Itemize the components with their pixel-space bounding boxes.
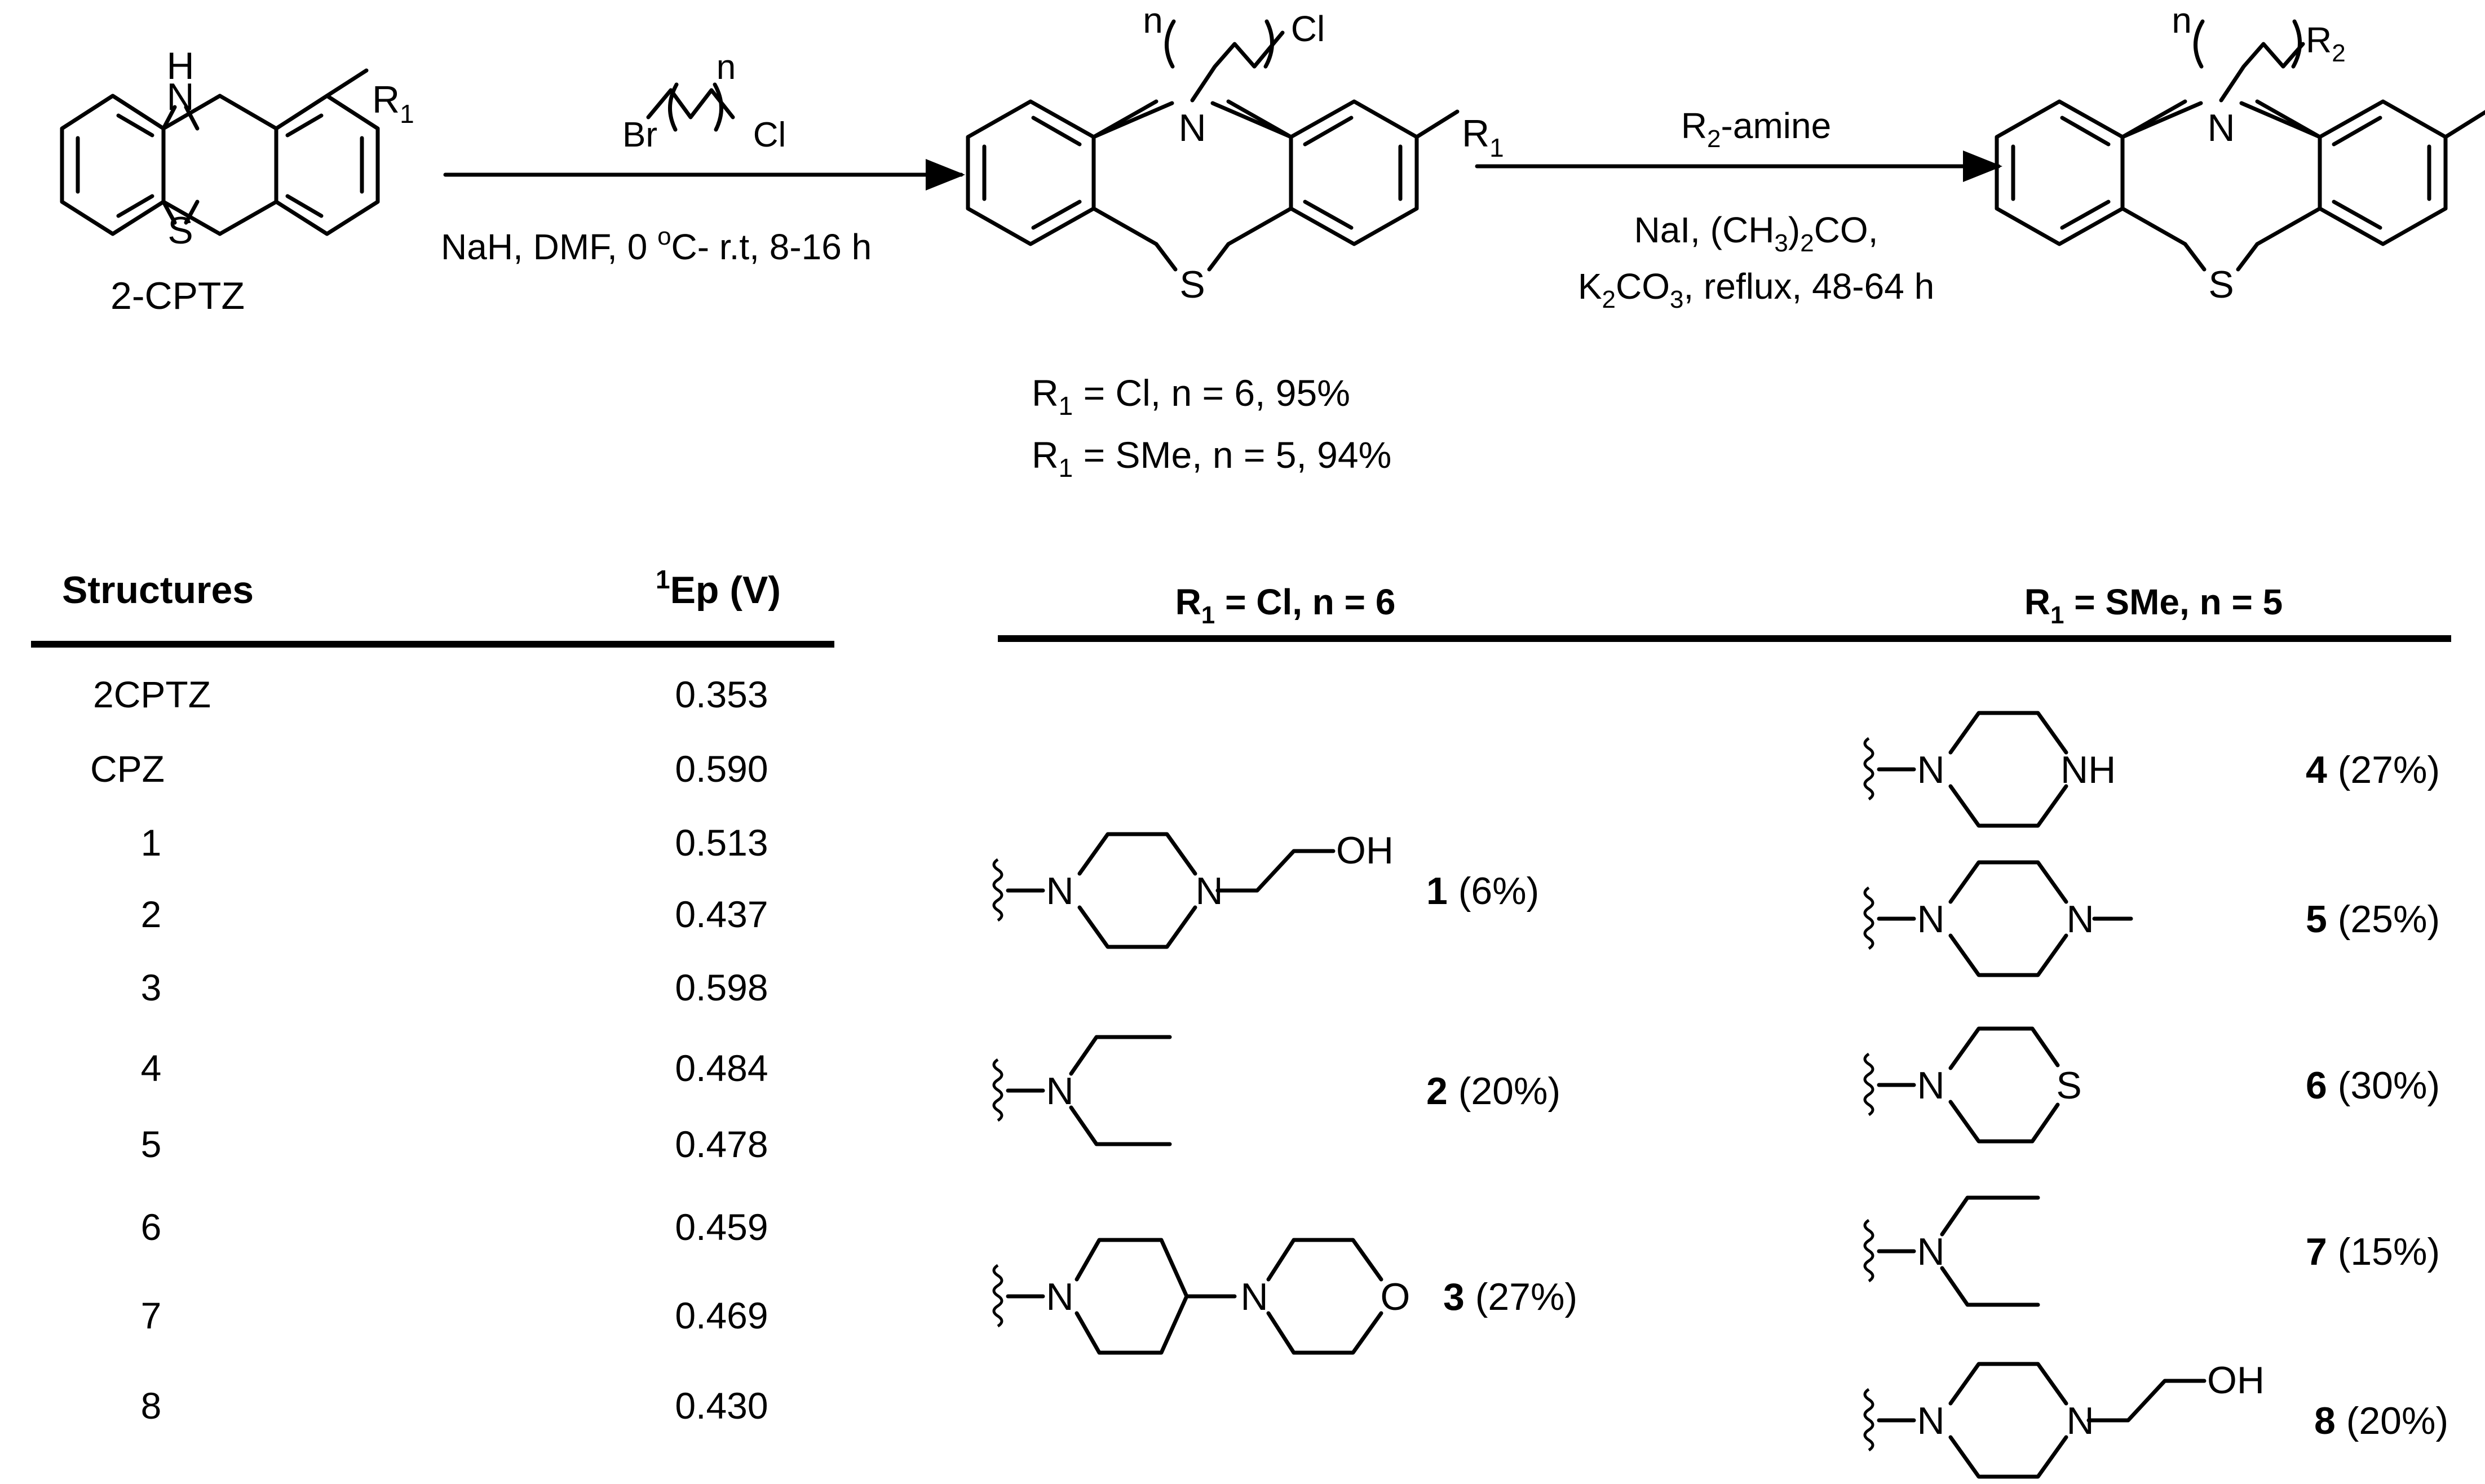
a7-label: 7 (15%)	[2306, 1230, 2440, 1273]
prod-r2-label: R2	[2306, 20, 2346, 67]
ep-row-label: 1	[141, 822, 162, 863]
int-chain-cl: Cl	[1291, 8, 1325, 49]
amine-2: N 2 (20%)	[994, 1035, 1560, 1146]
a3-o: O	[1381, 1275, 1410, 1318]
ep-row-label: 7	[141, 1295, 162, 1336]
intermediate-molecule: N S R1 n Cl	[968, 0, 1504, 306]
amine-8: N N OH 8 (20%)	[1865, 1359, 2448, 1479]
ep-row-value: 0.430	[675, 1385, 768, 1427]
ep-row-label: 3	[141, 967, 162, 1008]
ep-row-value: 0.469	[675, 1295, 768, 1336]
prod-chain-n: n	[2172, 0, 2192, 41]
col-structures-header: Structures	[62, 569, 254, 612]
a3-label-text: 3 (27%)	[1443, 1275, 1577, 1318]
ep-row-label: 8	[141, 1385, 162, 1427]
ep-row-value: 0.513	[675, 822, 768, 863]
ep-row-value: 0.484	[675, 1047, 768, 1089]
a2-label: 2 (20%)	[1426, 1070, 1560, 1113]
ep-row-label: 2	[141, 893, 162, 935]
a1-n1: N	[1046, 870, 1073, 912]
step2-reagent: R2-amine	[1681, 105, 1831, 153]
step1-reagent-n: n	[717, 48, 736, 87]
ep-row-value: 0.478	[675, 1123, 768, 1165]
ep-row-label: CPZ	[90, 748, 165, 790]
int-yield-2: R1 = SMe, n = 5, 94%	[1032, 434, 1391, 482]
a5-n2: N	[2066, 898, 2094, 941]
ep-row-value: 0.353	[675, 674, 768, 715]
start-molecule: H N S R1 2-CPTZ	[60, 45, 414, 317]
ep-row-label: 2CPTZ	[93, 674, 211, 715]
a6-s: S	[2056, 1064, 2081, 1107]
a8-label: 8 (20%)	[2314, 1399, 2448, 1442]
a5-label: 5 (25%)	[2306, 898, 2440, 941]
nh-atom-n: N	[166, 76, 194, 118]
int-yield-1: R1 = Cl, n = 6, 95%	[1032, 372, 1350, 420]
int-s-atom: S	[1179, 263, 1205, 306]
a8-n1: N	[1917, 1399, 1944, 1442]
col-ep-header: 1Ep (V)	[656, 565, 781, 612]
a1-n2: N	[1195, 870, 1223, 912]
ep-row-label: 5	[141, 1123, 162, 1165]
a8-oh: OH	[2207, 1359, 2265, 1402]
ep-row-label: 6	[141, 1206, 162, 1248]
amine-7: N 7 (15%)	[1865, 1195, 2440, 1307]
a8-n2: N	[2066, 1399, 2094, 1442]
a5-n1: N	[1917, 898, 1944, 941]
r1-label: R1	[372, 78, 414, 129]
amine-1: N N OH 1 (6%)	[994, 829, 1539, 949]
header-left: R1 = Cl, n = 6	[1175, 582, 1396, 629]
ep-row-value: 0.598	[675, 967, 768, 1008]
prod-s-atom: S	[2208, 263, 2234, 306]
step2-cond-1: NaI, (CH3)2CO,	[1634, 210, 1878, 257]
header-right: R1 = SMe, n = 5	[2024, 582, 2283, 629]
a1-label: 1 (6%)	[1426, 870, 1539, 912]
a4-label: 4 (27%)	[2306, 748, 2440, 791]
ep-row-value: 0.590	[675, 748, 768, 790]
step1: Br Cl n NaH, DMF, 0 oC- r.t, 8-16 h	[441, 48, 965, 267]
amine-4: N NH 4 (27%)	[1865, 711, 2440, 828]
a2-n1: N	[1046, 1070, 1073, 1113]
ep-row-value: 0.437	[675, 893, 768, 935]
a4-nh: NH	[2060, 748, 2116, 791]
start-compound-name: 2-CPTZ	[110, 274, 245, 317]
a4-n1: N	[1917, 748, 1944, 791]
ep-row-label: 4	[141, 1047, 162, 1089]
amine-table: R1 = Cl, n = 6 R1 = SMe, n = 5 N N OH 1 …	[994, 582, 2451, 1479]
int-n-atom: N	[1178, 107, 1206, 149]
step2-cond-2: K2CO3, reflux, 48-64 h	[1578, 266, 1934, 313]
ep-row-value: 0.459	[675, 1206, 768, 1248]
amine-6: N S 6 (30%)	[1865, 1026, 2440, 1144]
amine-3: N N O 3 (27%)	[994, 1238, 1577, 1355]
s-atom: S	[167, 209, 193, 252]
a3-n2: N	[1240, 1275, 1268, 1318]
int-chain-n: n	[1143, 0, 1163, 41]
a6-n1: N	[1917, 1064, 1944, 1107]
prod-n-atom: N	[2207, 107, 2235, 149]
amine-5: N N 5 (25%)	[1865, 860, 2440, 977]
a1-oh: OH	[1336, 829, 1394, 872]
int-r1-label: R1	[1462, 112, 1504, 162]
step1-reagent-cl: Cl	[753, 116, 786, 154]
nh-atom-h: H	[166, 45, 194, 87]
step2: R2-amine NaI, (CH3)2CO, K2CO3, reflux, 4…	[1475, 105, 2002, 313]
step1-conditions: NaH, DMF, 0 oC- r.t, 8-16 h	[441, 223, 872, 267]
product-molecule: N S R1 n R2	[1997, 0, 2485, 306]
a7-n1: N	[1917, 1230, 1944, 1273]
a3-n1: N	[1046, 1275, 1073, 1318]
a6-label: 6 (30%)	[2306, 1064, 2440, 1107]
step1-reagent-br: Br	[622, 116, 657, 154]
